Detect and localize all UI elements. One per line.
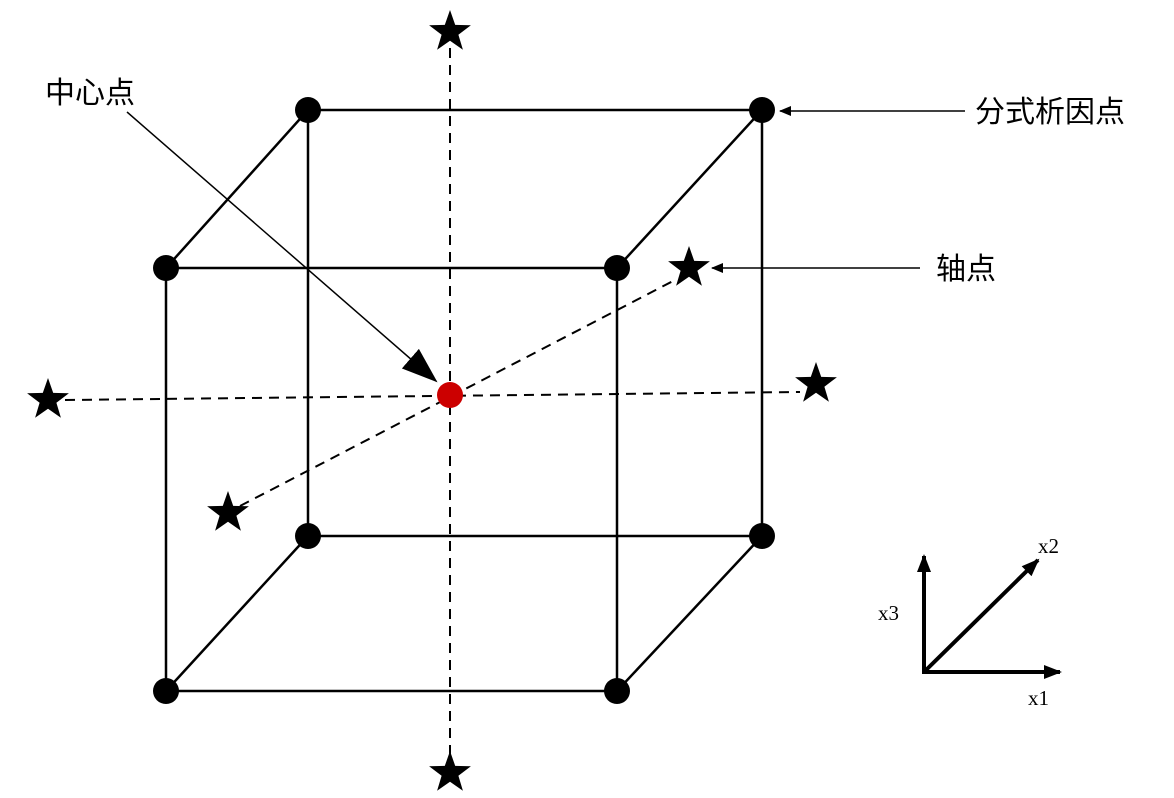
- axial-point-label: 轴点: [936, 252, 996, 287]
- factorial-point-dot: [295, 97, 321, 123]
- cube-edge: [165, 109, 309, 269]
- x2-axis-arrow: [922, 558, 1040, 674]
- axial-star-icon: [27, 378, 69, 418]
- cube-edge: [616, 535, 763, 692]
- axial-star-icon: [429, 751, 471, 791]
- horizontal-axis-line: [64, 391, 801, 401]
- factorial-point-dot: [153, 678, 179, 704]
- center-point-pointer: [126, 111, 438, 383]
- x3-axis-label: x3: [878, 601, 899, 625]
- factorial-point-dot: [604, 678, 630, 704]
- axial-star-icon: [668, 246, 710, 286]
- pointer-arrows: [126, 106, 965, 383]
- factorial-point-dot: [295, 523, 321, 549]
- axial-points: [27, 10, 837, 791]
- x2-axis-label: x2: [1038, 534, 1059, 558]
- factorial-point-dot: [153, 255, 179, 281]
- axial-star-icon: [795, 362, 837, 402]
- center-point-label: 中心点: [45, 76, 135, 111]
- cube-edge: [165, 535, 309, 692]
- center-point-dot: [437, 382, 463, 408]
- axial-star-icon: [207, 491, 249, 531]
- cube-edge: [616, 109, 763, 269]
- factorial-point-dot: [604, 255, 630, 281]
- coordinate-triad: x2 x3 x1: [878, 534, 1062, 710]
- axial-lines: [64, 48, 801, 762]
- factorial-point-dot: [749, 97, 775, 123]
- factorial-point-label: 分式析因点: [975, 95, 1125, 130]
- factorial-points: [153, 97, 775, 704]
- axial-star-icon: [429, 10, 471, 50]
- x1-axis-label: x1: [1028, 686, 1049, 710]
- cube-edges: [164, 108, 764, 693]
- factorial-point-dot: [749, 523, 775, 549]
